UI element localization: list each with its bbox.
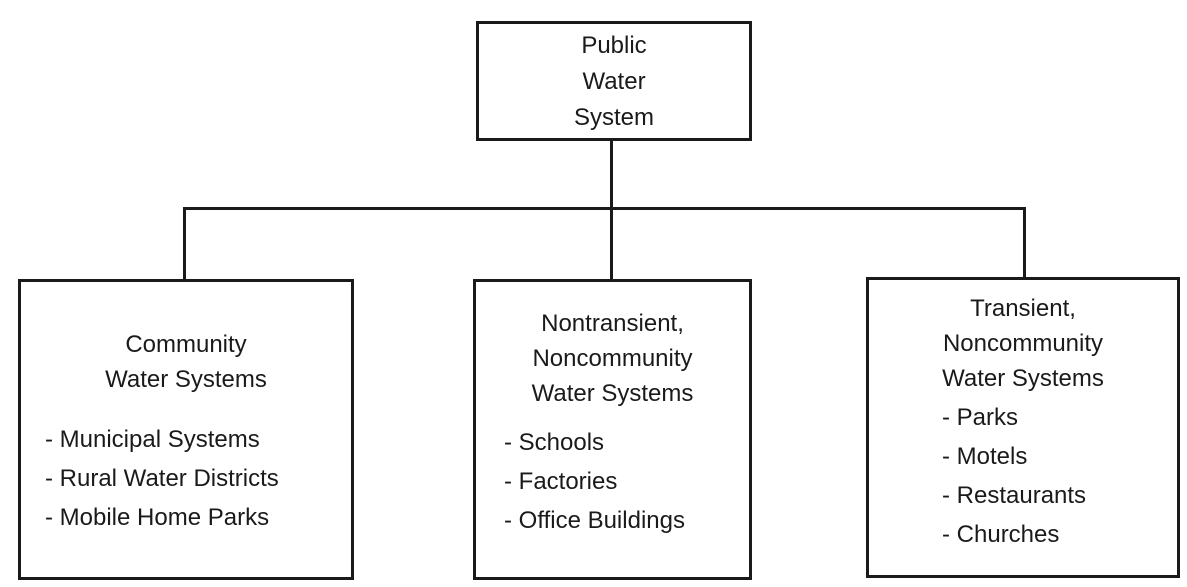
list-item: - Factories [504,468,618,495]
node-title: Nontransient, Noncommunity Water Systems [476,306,749,411]
node-community-water-systems: Community Water Systems - Municipal Syst… [18,279,354,580]
node-title-line: Community [125,331,247,358]
list-item: - Parks [942,404,1019,431]
root-label-line: System [573,104,654,131]
node-title-line: Transient, [970,295,1076,322]
list-item: - Restaurants [942,482,1087,509]
node-item-list: - Schools - Factories - Office Buildings [504,423,685,540]
root-label-line: Public [581,32,647,59]
list-item: - Office Buildings [504,507,685,534]
node-transient-noncommunity-water-systems: Transient, Noncommunity Water Systems - … [866,277,1180,578]
connector-root-down [610,139,613,210]
node-nontransient-noncommunity-water-systems: Nontransient, Noncommunity Water Systems… [473,279,752,580]
node-title: Community Water Systems [21,327,351,397]
list-item: - Municipal Systems [45,426,260,453]
connector-right-down [1023,207,1026,279]
list-item: - Rural Water Districts [45,465,279,492]
list-item: - Mobile Home Parks [45,504,270,531]
node-title-line: Noncommunity [532,345,693,372]
list-item: - Churches [942,521,1060,548]
node-title-line: Water Systems [942,365,1104,392]
connector-left-down [183,207,186,280]
node-item-list: - Parks - Motels - Restaurants - Churche… [942,398,1086,554]
list-item: - Motels [942,443,1028,470]
connector-horizontal [183,207,1026,210]
list-item: - Schools [504,429,605,456]
root-label-line: Water [582,68,646,95]
root-node-public-water-system: Public Water System [476,21,752,141]
node-title-line: Nontransient, [541,310,684,337]
node-title-line: Water Systems [105,366,267,393]
node-title-line: Water Systems [531,380,694,407]
connector-middle-down [610,207,613,280]
node-title: Transient, Noncommunity Water Systems [869,291,1177,396]
node-item-list: - Municipal Systems - Rural Water Distri… [45,420,279,537]
node-title-line: Noncommunity [942,330,1104,357]
root-node-label: Public Water System [479,28,749,136]
